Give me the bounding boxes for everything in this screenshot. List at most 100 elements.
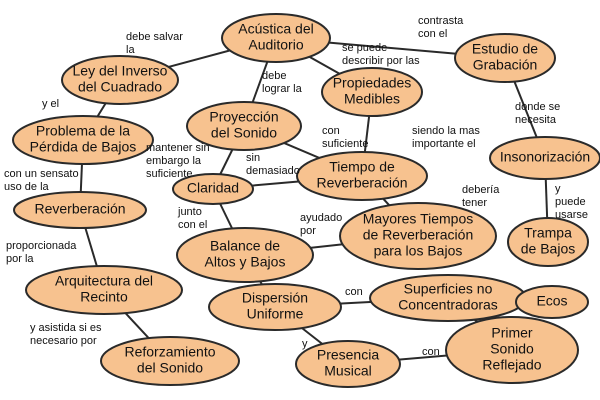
edge-label-con_sensato-line-0: con un sensato xyxy=(4,168,79,180)
edge-label-donde-line-0: donde se xyxy=(515,101,560,113)
node-claridad-line-0: Claridad xyxy=(187,180,239,196)
edge-label-y_puede-line-0: y xyxy=(555,183,561,195)
node-insonorizacion: Insonorización xyxy=(489,136,600,180)
node-balance-line-1: Altos y Bajos xyxy=(205,254,286,270)
node-reforzamiento-line-1: del Sonido xyxy=(137,360,203,376)
node-presencia-line-0: Presencia xyxy=(317,347,379,363)
edge-label-mantener-line-2: suficiente xyxy=(146,168,192,180)
edge-label-y_el-line-0: y el xyxy=(42,98,59,110)
node-tiempo-line-1: Reverberación xyxy=(316,175,407,191)
node-balance-line-0: Balance de xyxy=(210,238,280,254)
node-reverberacion-shape xyxy=(13,191,147,229)
edge-label-con_suficiente-line-1: suficiente xyxy=(322,138,368,150)
edge-label-y_pres: y xyxy=(302,338,308,350)
edge-label-siendo-line-0: siendo la mas xyxy=(412,125,480,137)
edge-label-junto-line-0: junto xyxy=(177,206,202,218)
node-ecos-shape xyxy=(515,285,589,319)
edge-label-contrasta-line-0: contrasta xyxy=(418,15,464,27)
edge-label-asistida-line-1: necesario por xyxy=(30,335,97,347)
edge-label-y_puede-line-2: usarse xyxy=(555,209,588,221)
node-mayores-line-2: para los Bajos xyxy=(374,243,463,259)
node-acustica-shape xyxy=(221,13,331,63)
node-estudio-line-1: Grabación xyxy=(473,57,538,73)
node-presencia-line-1: Musical xyxy=(324,363,371,379)
node-proyeccion-line-0: Proyección xyxy=(209,109,278,125)
edge-label-y_puede-line-1: puede xyxy=(555,196,586,208)
edge-label-se_puede-line-1: describir por las xyxy=(342,55,420,67)
edge-label-proporcionada-line-1: por la xyxy=(6,253,34,265)
node-ley-line-0: Ley del Inverso xyxy=(73,63,168,79)
node-trampa-line-1: de Bajos xyxy=(521,241,575,257)
edge-label-debe_lograr-line-0: debe xyxy=(262,70,286,82)
edge-label-con_sup: con xyxy=(345,286,363,298)
edge-label-siendo-line-1: importante el xyxy=(412,138,476,150)
edge-label-con_pres: con xyxy=(422,346,440,358)
node-mayores-shape xyxy=(339,202,497,270)
edge-label-deberia-line-0: debería xyxy=(462,184,500,196)
edge-label-deberia-line-1: tener xyxy=(462,197,487,209)
edge-label-con_sensato-line-1: uso de la xyxy=(4,181,50,193)
node-presencia-shape xyxy=(295,340,401,388)
node-propiedades-line-1: Medibles xyxy=(344,91,400,107)
node-problema-shape xyxy=(12,115,154,165)
edge-label-y_pres-line-0: y xyxy=(302,338,308,350)
edge-label-junto-line-1: con el xyxy=(178,219,207,231)
node-trampa-shape xyxy=(507,217,589,267)
node-insonorizacion-shape xyxy=(489,136,600,180)
node-arquitectura-line-1: Recinto xyxy=(80,289,128,305)
edge-label-proporcionada-line-0: proporcionada xyxy=(6,240,77,252)
node-proyeccion-line-1: del Sonido xyxy=(211,125,277,141)
node-propiedades-shape xyxy=(321,67,423,117)
edge-label-con_suficiente-line-0: con xyxy=(322,125,340,137)
node-estudio-line-0: Estudio de xyxy=(472,41,538,57)
node-ley-shape xyxy=(61,55,179,105)
edge-label-debe_salvar-line-0: debe salvar xyxy=(126,31,183,43)
node-problema-line-1: Pérdida de Bajos xyxy=(30,139,137,155)
node-reverberacion-line-0: Reverberación xyxy=(34,201,125,217)
node-claridad: Claridad xyxy=(172,173,254,205)
node-ley-line-1: del Cuadrado xyxy=(78,79,162,95)
node-propiedades-line-0: Propiedades xyxy=(333,75,412,91)
edge-label-debe_lograr-line-1: lograr la xyxy=(262,83,303,95)
node-primer-line-0: Primer xyxy=(491,325,533,341)
node-estudio-shape xyxy=(454,33,556,83)
edge-label-ayudado-line-0: ayudado xyxy=(300,212,342,224)
node-problema-line-0: Problema de la xyxy=(36,123,130,139)
edge-label-debe_salvar-line-1: la xyxy=(126,44,135,56)
node-tiempo-shape xyxy=(296,151,428,201)
edge-label-ayudado-line-1: por xyxy=(300,225,316,237)
node-dispersion-line-1: Uniforme xyxy=(247,306,304,322)
edge-label-y_el: y el xyxy=(42,98,59,110)
node-reforzamiento-line-0: Reforzamiento xyxy=(124,344,215,360)
node-reverberacion: Reverberación xyxy=(13,191,147,229)
node-primer-line-2: Reflejado xyxy=(482,357,541,373)
node-superficies-line-0: Superficies no xyxy=(404,281,493,297)
edge-label-con_sup-line-0: con xyxy=(345,286,363,298)
edge-label-sin_demasiado-line-1: demasiado xyxy=(246,165,300,177)
node-tiempo-line-0: Tiempo de xyxy=(329,159,395,175)
